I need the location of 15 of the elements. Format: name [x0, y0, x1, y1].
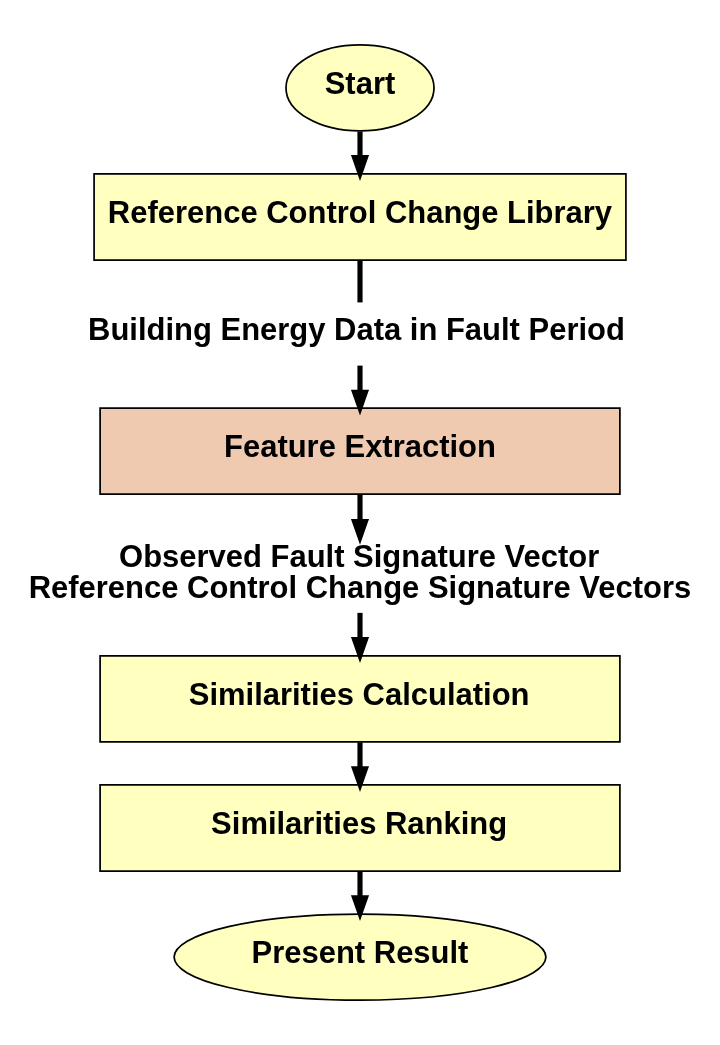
arrow	[350, 871, 370, 922]
arrow	[350, 131, 370, 181]
node-ellipse: Present Result	[173, 913, 547, 1001]
arrow	[350, 365, 370, 416]
node-text: Building Energy Data in Fault Period	[88, 311, 625, 347]
node-text: Observed Fault Signature Vector Reference Control Change Signature Vectors	[28, 539, 692, 606]
node-box: Similarities Ranking	[99, 784, 621, 872]
node-box: Similarities Calculation	[99, 655, 621, 743]
arrow	[350, 494, 370, 545]
connector	[357, 260, 363, 303]
arrow	[350, 612, 370, 663]
node-box: Feature Extraction	[99, 407, 621, 495]
arrow	[350, 742, 370, 792]
node-ellipse: Start	[285, 44, 435, 132]
node-box: Reference Control Change Library	[93, 173, 627, 261]
